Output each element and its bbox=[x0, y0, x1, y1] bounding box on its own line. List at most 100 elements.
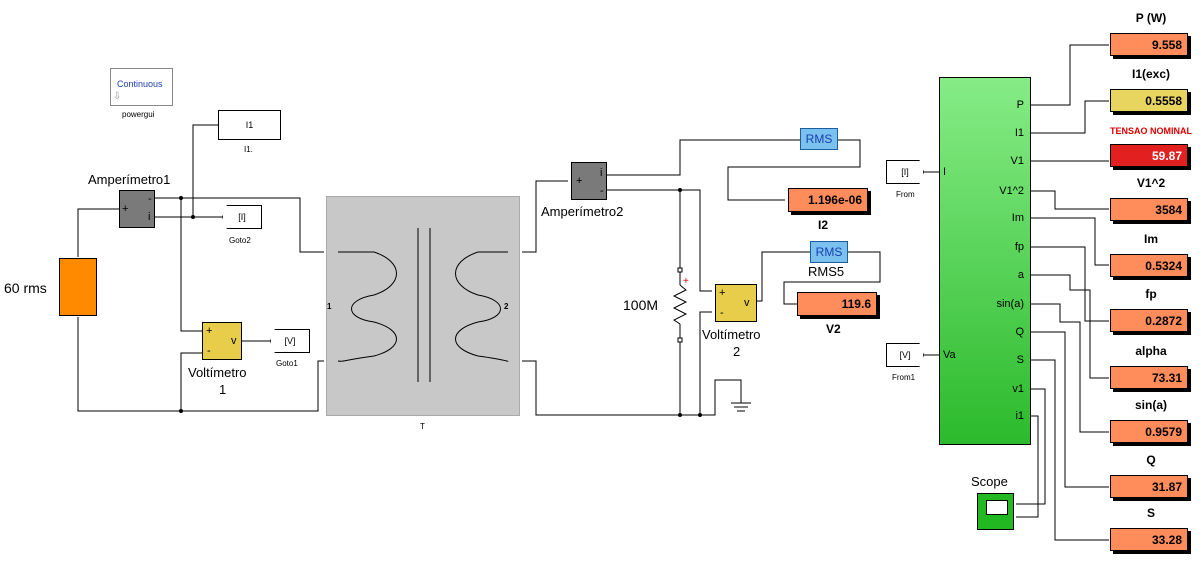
powergui-block[interactable]: Continuous ⇩ bbox=[110, 68, 173, 106]
goto1-tag: [V] bbox=[284, 336, 296, 346]
display-value: 33.28 bbox=[1151, 532, 1182, 547]
rms5-block[interactable]: RMS bbox=[810, 241, 848, 263]
display-value: 0.5324 bbox=[1145, 258, 1182, 273]
display-box: 3584 bbox=[1110, 198, 1188, 221]
wire bbox=[1030, 359, 1109, 541]
transformer-block[interactable] bbox=[326, 196, 520, 416]
display-i2: 1.196e-06 bbox=[788, 188, 868, 212]
amp2-block[interactable]: + i - bbox=[571, 162, 607, 200]
amp2-minus: - bbox=[600, 185, 604, 197]
volt2-v: v bbox=[744, 297, 750, 309]
wire bbox=[1016, 388, 1046, 505]
volt1-block[interactable]: + - v bbox=[202, 322, 242, 360]
subsystem-output-fp: fp bbox=[1014, 241, 1024, 253]
subsystem-output-p: P bbox=[1016, 99, 1024, 111]
volt1-minus: - bbox=[207, 345, 211, 357]
ac-source-block[interactable] bbox=[59, 258, 97, 316]
display-v2-value: 119.6 bbox=[841, 297, 871, 311]
display-i2-value: 1.196e-06 bbox=[807, 193, 862, 207]
subsystem-output-i1lc: i1 bbox=[1015, 410, 1024, 422]
subsystem-output-v1lc: v1 bbox=[1012, 383, 1024, 395]
goto2-tag: [I] bbox=[238, 212, 246, 222]
amp1-block[interactable]: + - i bbox=[119, 190, 155, 228]
display-value: 73.31 bbox=[1151, 370, 1182, 385]
goto2-block[interactable]: [I] bbox=[222, 205, 262, 229]
display-title: S bbox=[1146, 506, 1155, 520]
subsystem-output-s: S bbox=[1016, 354, 1024, 366]
svg-text:+: + bbox=[683, 276, 689, 287]
volt1-v: v bbox=[231, 335, 237, 347]
rms1-label: RMS bbox=[805, 132, 833, 146]
wire bbox=[153, 124, 218, 218]
from-block[interactable]: [I] bbox=[886, 160, 924, 184]
wire bbox=[1030, 100, 1109, 134]
display-title: TENSAO NOMINAL bbox=[1110, 126, 1192, 136]
amp1-plus: + bbox=[122, 203, 129, 215]
volt2-minus: - bbox=[720, 307, 724, 319]
subsystem-output-a: a bbox=[1017, 269, 1024, 281]
amp1-minus: - bbox=[148, 193, 152, 205]
subsystem-output-q: Q bbox=[1015, 326, 1024, 338]
scope-block[interactable] bbox=[977, 493, 1014, 530]
from1-block[interactable]: [V] bbox=[886, 343, 924, 367]
subsystem-block[interactable]: I Va P I1 V1 V1^2 Im fp a sin(a) Q S v1 … bbox=[939, 77, 1031, 445]
transformer-port1: 1 bbox=[327, 302, 332, 311]
wire bbox=[1030, 44, 1109, 106]
display-title: P (W) bbox=[1135, 11, 1167, 25]
wire bbox=[77, 208, 119, 257]
goto-i1-name: I1. bbox=[244, 145, 253, 154]
display-title: alpha bbox=[1135, 344, 1167, 358]
powergui-name: powergui bbox=[122, 110, 155, 119]
rms1-block[interactable]: RMS bbox=[800, 128, 838, 150]
goto-i1-block[interactable]: I1 bbox=[218, 110, 281, 140]
scope-name: Scope bbox=[971, 474, 1008, 489]
display-i2-title: I2 bbox=[818, 218, 829, 232]
wire bbox=[1030, 217, 1109, 266]
resistor-icon: + bbox=[672, 267, 689, 343]
display-value: 59.87 bbox=[1151, 148, 1182, 163]
volt2-name-line1: Voltímetro bbox=[702, 327, 761, 342]
display-value: 9.558 bbox=[1151, 37, 1182, 52]
wire bbox=[700, 379, 742, 416]
display-box: 59.87 bbox=[1110, 144, 1188, 167]
wire bbox=[756, 251, 810, 302]
wire bbox=[1016, 415, 1039, 518]
goto-i1-tag: I1 bbox=[245, 120, 254, 130]
display-box: 31.87 bbox=[1110, 475, 1188, 498]
volt1-name-line1: Voltímetro bbox=[188, 365, 247, 380]
transformer-port2: 2 bbox=[504, 302, 509, 311]
wire bbox=[153, 197, 324, 253]
display-value: 3584 bbox=[1155, 202, 1182, 217]
powergui-mode: Continuous bbox=[117, 79, 163, 89]
from-tag: [I] bbox=[901, 167, 909, 177]
volt2-block[interactable]: + - v bbox=[715, 284, 757, 322]
display-box: 0.9579 bbox=[1110, 420, 1188, 443]
subsystem-output-sina: sin(a) bbox=[996, 298, 1024, 310]
powergui-icon: ⇩ bbox=[113, 91, 122, 102]
wire bbox=[607, 189, 681, 270]
wire bbox=[77, 317, 324, 412]
display-title: I1(exc) bbox=[1131, 67, 1171, 81]
from1-name: From1 bbox=[892, 373, 916, 382]
ground-icon bbox=[731, 395, 751, 412]
wire bbox=[1030, 303, 1109, 433]
display-box: 0.5558 bbox=[1110, 89, 1188, 112]
wire bbox=[1030, 246, 1109, 322]
display-v2-title: V2 bbox=[826, 322, 841, 336]
display-value: 0.2872 bbox=[1145, 313, 1182, 328]
display-box: 33.28 bbox=[1110, 528, 1188, 551]
goto1-block[interactable]: [V] bbox=[270, 329, 310, 353]
rms5-name: RMS5 bbox=[808, 264, 845, 279]
from-name: From bbox=[896, 190, 915, 199]
subsystem-input-i: I bbox=[943, 166, 947, 178]
rms5-label: RMS bbox=[815, 245, 843, 259]
display-title: Im bbox=[1143, 232, 1158, 246]
wire bbox=[180, 198, 202, 332]
wire bbox=[783, 251, 881, 305]
subsystem-output-im: Im bbox=[1011, 212, 1024, 224]
subsystem-input-va: Va bbox=[943, 349, 956, 361]
source-label: 60 rms bbox=[4, 280, 47, 296]
subsystem-output-i1: I1 bbox=[1014, 127, 1024, 139]
transformer-name: T bbox=[420, 422, 425, 431]
wire bbox=[699, 311, 712, 415]
